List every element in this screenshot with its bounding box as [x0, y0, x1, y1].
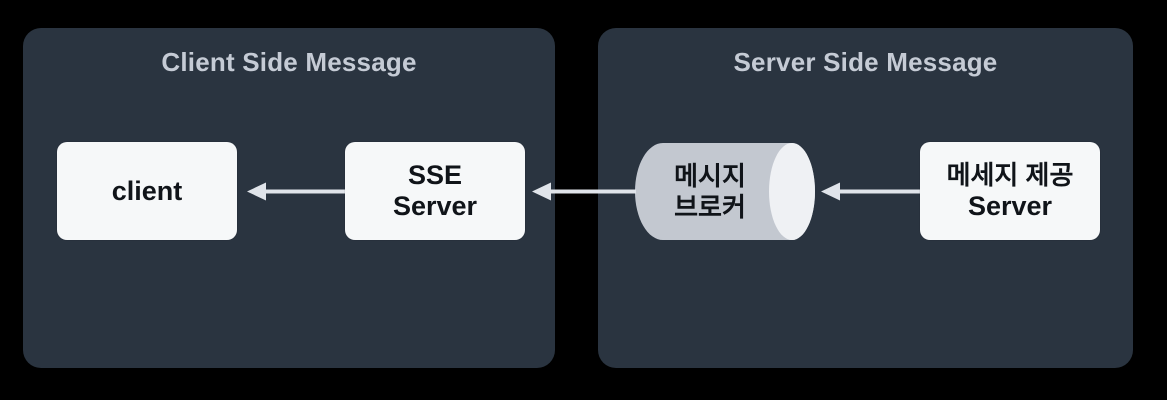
client-node: client	[57, 142, 237, 240]
provider-server-label-line2: Server	[967, 191, 1053, 221]
provider-server-label-line1: 메세지 제공	[946, 160, 1074, 190]
server-panel-title: Server Side Message	[733, 47, 998, 77]
sse-server-label-line2: Server	[392, 191, 478, 221]
sse-server-node: SSE Server	[345, 142, 525, 240]
message-broker-label-line2: 브로커	[674, 191, 746, 222]
client-panel-title: Client Side Message	[161, 47, 417, 77]
message-broker-label-line1: 메시지	[674, 160, 746, 191]
client-node-label: client	[111, 175, 183, 206]
provider-server-node: 메세지 제공 Server	[920, 142, 1100, 240]
sse-server-label-line1: SSE	[407, 160, 463, 190]
message-broker-node: 메시지 브로커	[640, 143, 780, 240]
